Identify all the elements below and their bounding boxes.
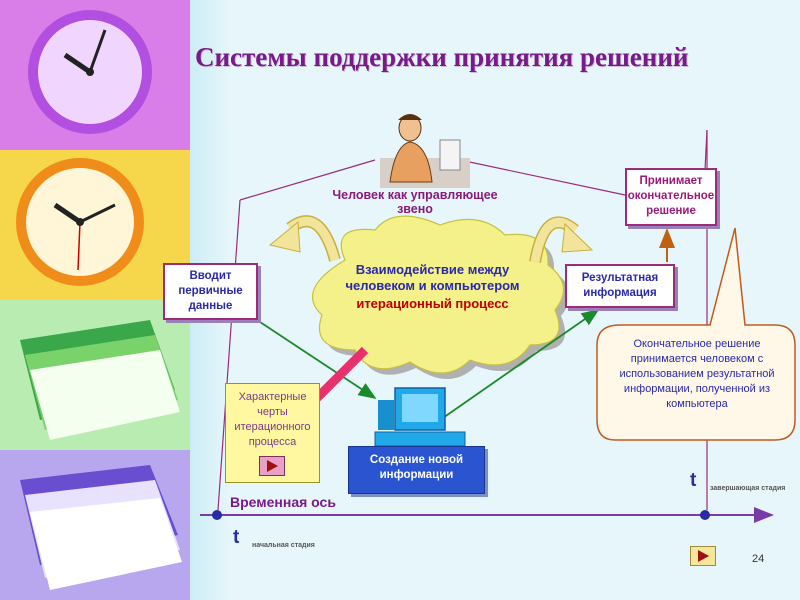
cloud-line-1: Взаимодействие между человеком и компьют… [345,262,520,293]
play-icon [267,460,278,472]
input-data-box: Вводит первичные данные [163,263,258,320]
t-start-label: начальная стадия [252,542,315,549]
axis-start-point [212,510,222,520]
t-start: t [233,527,240,548]
final-decision-box: Принимает окончательное решение [625,168,717,226]
axis-label: Временная ось [230,494,336,510]
page-number: 24 [752,553,765,565]
cloud-line-2: итерационный процесс [356,296,509,311]
axis-end-point [700,510,710,520]
t-end-label-text: завершающая стадия [710,485,786,492]
iteration-features-box: Характерные черты итерационного процесса [225,383,320,483]
decorative-photo-strip [0,0,190,600]
next-slide-button[interactable] [690,546,716,566]
page-title: Системы поддержки принятия решений [195,42,689,72]
green-papers-image [0,300,190,450]
t-end: t [690,470,697,491]
violet-papers-image [0,450,190,600]
callout-text: Окончательное решение принимается челове… [619,338,775,410]
play-icon [698,550,709,562]
interaction-cloud [312,215,570,380]
t-end-label: завершающая стадия [710,485,785,492]
callout-bubble [596,227,796,441]
purple-clock-image [0,0,190,150]
curved-arrow-left [268,215,341,262]
cloud-text: Взаимодействие между человеком и компьют… [340,262,525,312]
iteration-features-text: Характерные черты итерационного процесса [234,391,311,448]
green-arrows [259,308,600,421]
human-label: Человек как управляющее звено [332,188,498,216]
result-info-box: Результатная информация [565,264,675,308]
features-play-button[interactable] [259,456,285,476]
person-icon [380,114,470,188]
orange-clock-image [0,150,190,300]
new-info-box: Создание новой информации [348,446,485,494]
curved-arrow-right [529,216,594,264]
pointer-bar [311,346,369,404]
computer-icon [374,387,466,447]
